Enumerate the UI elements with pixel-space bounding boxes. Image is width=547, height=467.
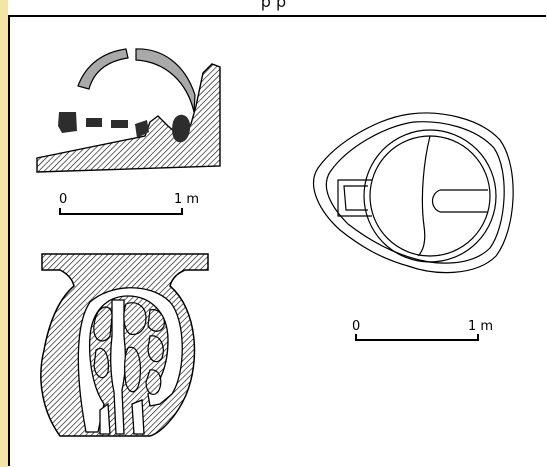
scale-bar-right: 0 1 m [352,319,493,341]
scale-bar-left: 0 1 m [59,192,199,215]
plan-view [40,253,209,437]
blob-center-low [124,346,141,393]
scale-right-bar [355,334,479,341]
blob-upper-left [93,306,113,342]
dark-block-3 [111,120,128,128]
dome-circle-outer [363,129,497,263]
blob-mid-right [147,335,164,363]
arch-left-piece [77,48,129,90]
channel-end [431,189,441,213]
dome-seam [417,135,431,257]
blob-lower-right [145,369,162,395]
left-border-strip [0,0,8,467]
interior-ring [77,287,183,433]
scale-left-start-label: 0 [59,192,67,207]
entrance-outer [337,179,372,217]
top-view [313,112,514,274]
inner-contour [325,121,505,264]
blob-upper-center [123,302,147,335]
outer-contour [313,112,514,274]
hatched-base [36,63,221,173]
dark-block-left [58,112,77,133]
scale-left-end-label: 1 m [174,192,199,207]
scale-left-bar [59,208,183,215]
scale-right-end-label: 1 m [468,319,493,334]
section-view [36,48,221,173]
blob-upper-right [147,309,165,332]
channel-left-lower [99,402,111,435]
dark-block-2 [86,118,102,127]
central-channel [110,299,126,435]
channel-right [131,399,145,435]
caption-fragment: p p [260,0,287,11]
scale-right-start-label: 0 [352,319,360,334]
dark-block-right [172,114,191,143]
entrance-inner [343,185,368,211]
dome-circle-inner [369,135,491,257]
arch-right-piece [135,48,196,113]
blob-mid-left [93,347,109,379]
dark-block-4 [135,120,149,138]
